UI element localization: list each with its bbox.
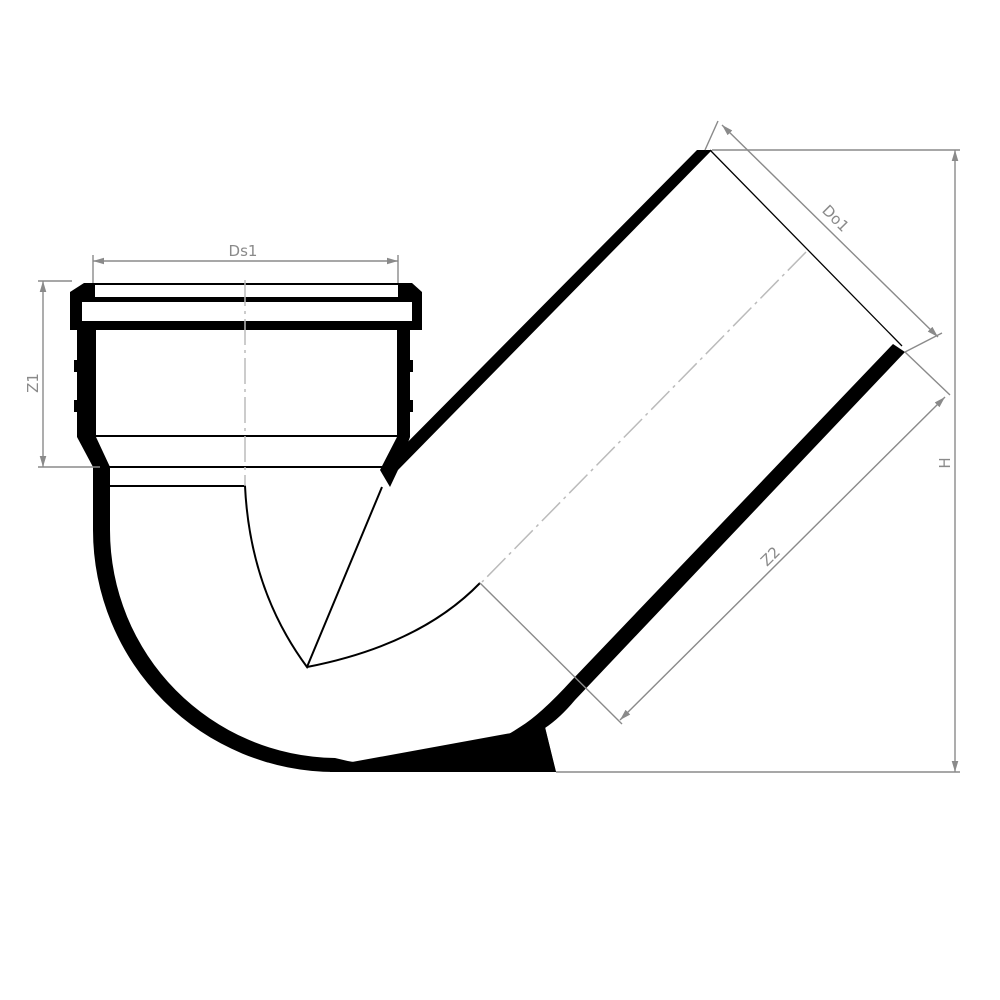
h-label: H bbox=[936, 457, 954, 468]
socket-rib bbox=[409, 400, 413, 412]
socket-rib bbox=[74, 400, 78, 412]
socket-left-wall bbox=[77, 330, 110, 467]
outlet-upper-wall bbox=[380, 150, 712, 487]
bend-heel bbox=[330, 727, 556, 772]
socket-rib bbox=[409, 360, 413, 372]
ds1-label: Ds1 bbox=[229, 242, 258, 260]
outlet-centerline bbox=[481, 251, 807, 583]
socket-right-wall bbox=[380, 330, 410, 470]
inner-edge bbox=[110, 485, 383, 670]
inner-edges bbox=[110, 149, 903, 670]
socket-lip bbox=[95, 285, 398, 297]
do1-dimension-line bbox=[721, 124, 939, 338]
bend-body bbox=[93, 150, 905, 772]
inner-edge bbox=[306, 582, 481, 668]
dimensions: Ds1 Z1 Do1 Z2 H bbox=[24, 120, 960, 773]
socket bbox=[70, 283, 422, 470]
do1-label: Do1 bbox=[818, 201, 852, 235]
socket-rib bbox=[74, 360, 78, 372]
z2-label: Z2 bbox=[757, 543, 784, 570]
seal-groove bbox=[82, 302, 412, 321]
outlet-mouth-edge bbox=[709, 149, 903, 347]
z1-label: Z1 bbox=[24, 373, 42, 393]
z2-dimension-line bbox=[619, 396, 946, 721]
